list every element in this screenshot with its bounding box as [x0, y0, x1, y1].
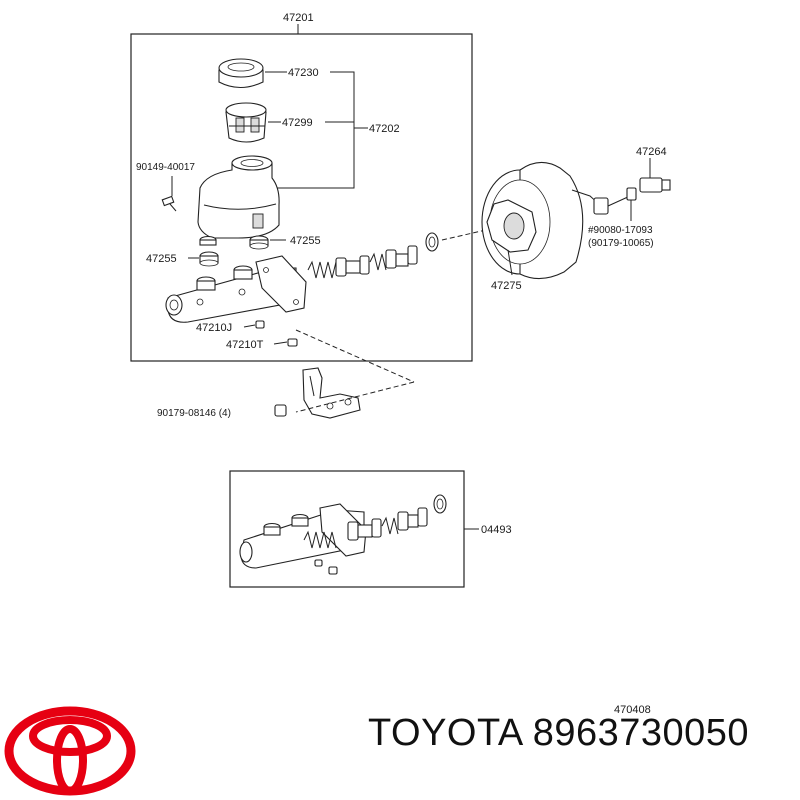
piston-kit-body: [239, 503, 367, 569]
label-reservoir-sub: 47202: [369, 123, 400, 135]
bracket-nut: [274, 404, 287, 417]
label-booster-clevis: 47264: [636, 146, 667, 158]
label-screw: 90149-40017: [136, 162, 195, 173]
grommet-left: [199, 235, 219, 267]
mounting-bracket: [302, 367, 361, 419]
label-reservoir-cap: 47230: [288, 67, 319, 79]
brand-name: TOYOTA: [368, 712, 522, 754]
brake-booster: [481, 161, 631, 280]
label-assembly: 47201: [283, 12, 314, 24]
union-j: [255, 320, 265, 329]
reservoir-cap: [218, 58, 264, 89]
label-grommet-right: 47255: [290, 235, 321, 247]
label-booster-part-a: #90080-17093: [588, 225, 653, 236]
label-strainer: 47299: [282, 117, 313, 129]
piston-assembly-top: [307, 232, 439, 279]
label-grommet-left: 47255: [146, 253, 177, 265]
reservoir-tank: [197, 155, 280, 239]
brand-caption: TOYOTA 8963730050: [368, 712, 749, 755]
piston-kit-unions: [314, 559, 338, 575]
master-cylinder-body: [165, 255, 307, 323]
piston-assembly-kit: [303, 494, 447, 549]
label-piston-kit: 04493: [481, 524, 512, 536]
label-union-j: 47210J: [196, 322, 232, 334]
label-bracket-nut: 90179-08146 (4): [157, 408, 231, 419]
union-t: [287, 338, 298, 347]
label-booster-gasket: 47275: [491, 280, 522, 292]
part-number: 8963730050: [532, 712, 750, 754]
label-booster-part-b: (90179-10065): [588, 238, 654, 249]
label-diagram-code: 470408: [614, 704, 651, 716]
label-union-t: 47210T: [226, 339, 264, 351]
grommet-right: [249, 235, 269, 250]
strainer: [225, 102, 267, 143]
booster-nut: [626, 187, 637, 221]
assembly-frame: [130, 33, 473, 362]
booster-clevis: [639, 158, 671, 193]
screw: [161, 195, 177, 212]
toyota-logo-icon: [4, 706, 136, 796]
